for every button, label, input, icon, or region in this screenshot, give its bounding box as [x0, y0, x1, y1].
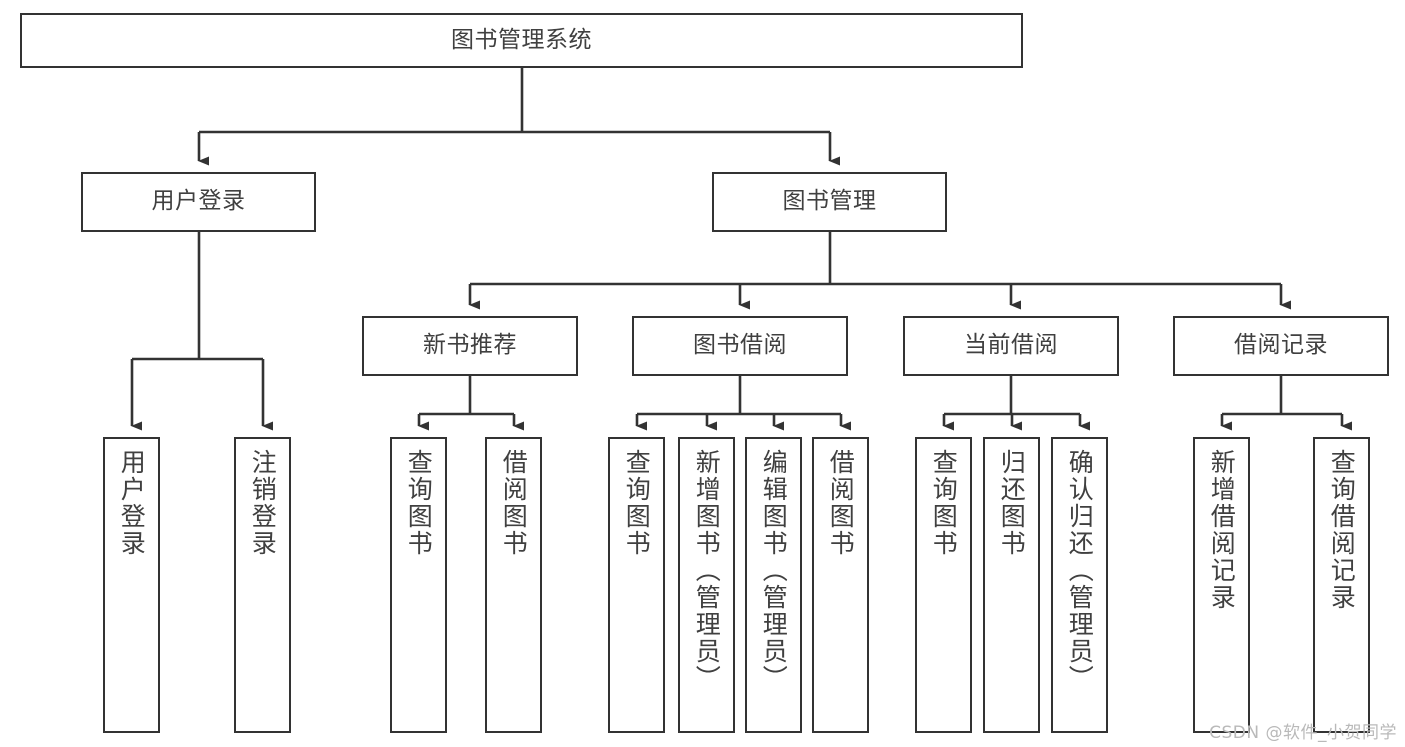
node-label: 新增图书（管理员） [692, 449, 722, 692]
node-root[interactable]: 图书管理系统 [20, 13, 1023, 68]
node-label: 查询图书 [929, 449, 959, 557]
node-label: 图书借阅 [693, 332, 787, 359]
node-label: 查询借阅记录 [1327, 449, 1357, 611]
node-current-borrow[interactable]: 当前借阅 [903, 316, 1119, 376]
node-label: 图书管理系统 [451, 26, 592, 53]
node-borrow-record[interactable]: 借阅记录 [1173, 316, 1389, 376]
node-label: 注销登录 [248, 449, 278, 557]
node-book-manage[interactable]: 图书管理 [712, 172, 947, 232]
node-label: 当前借阅 [964, 332, 1058, 359]
node-leaf-edit-book[interactable]: 编辑图书（管理员） [745, 437, 802, 733]
node-label: 新增借阅记录 [1207, 449, 1237, 611]
node-leaf-logout[interactable]: 注销登录 [234, 437, 291, 733]
node-label: 查询图书 [622, 449, 652, 557]
node-leaf-borrow-1[interactable]: 借阅图书 [485, 437, 542, 733]
node-leaf-return[interactable]: 归还图书 [983, 437, 1040, 733]
node-label: 借阅记录 [1234, 332, 1328, 359]
node-label: 新书推荐 [423, 332, 517, 359]
node-leaf-q-book-1[interactable]: 查询图书 [390, 437, 447, 733]
node-user-login[interactable]: 用户登录 [81, 172, 316, 232]
node-label: 确认归还（管理员） [1065, 449, 1095, 692]
node-leaf-borrow-2[interactable]: 借阅图书 [812, 437, 869, 733]
node-leaf-q-book-3[interactable]: 查询图书 [915, 437, 972, 733]
node-leaf-add-book[interactable]: 新增图书（管理员） [678, 437, 735, 733]
node-label: 查询图书 [404, 449, 434, 557]
node-label: 编辑图书（管理员） [759, 449, 789, 692]
node-leaf-add-rec[interactable]: 新增借阅记录 [1193, 437, 1250, 733]
node-leaf-user-login[interactable]: 用户登录 [103, 437, 160, 733]
node-label: 用户登录 [117, 449, 147, 557]
node-label: 用户登录 [151, 188, 246, 215]
node-label: 借阅图书 [499, 449, 529, 557]
node-leaf-q-book-2[interactable]: 查询图书 [608, 437, 665, 733]
node-label: 借阅图书 [826, 449, 856, 557]
node-book-borrow[interactable]: 图书借阅 [632, 316, 848, 376]
watermark-text: CSDN @软件_小贺同学 [1209, 723, 1397, 743]
node-label: 图书管理 [782, 188, 877, 215]
node-leaf-q-rec[interactable]: 查询借阅记录 [1313, 437, 1370, 733]
node-new-book-rec[interactable]: 新书推荐 [362, 316, 578, 376]
node-label: 归还图书 [997, 449, 1027, 557]
node-leaf-confirm[interactable]: 确认归还（管理员） [1051, 437, 1108, 733]
